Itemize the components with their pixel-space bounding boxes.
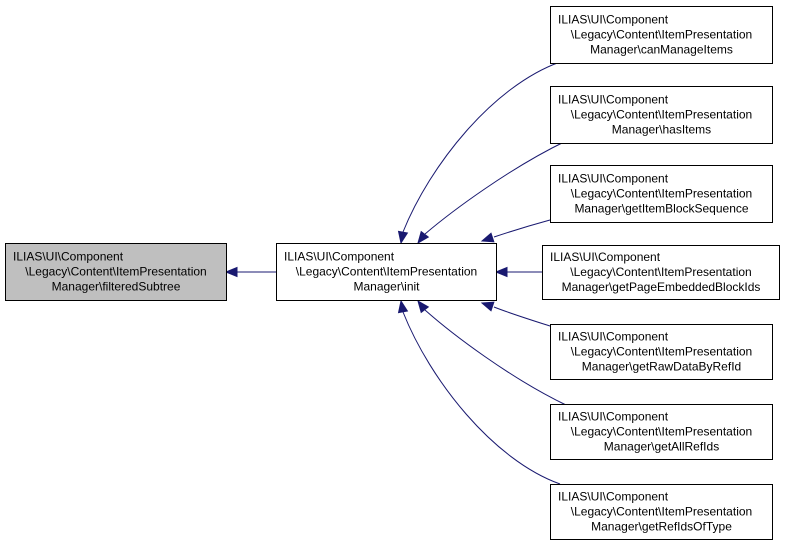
node-label-line: ILIAS\UI\Component: [558, 93, 669, 107]
node-getPageEmbeddedBlockIds[interactable]: ILIAS\UI\Component\Legacy\Content\ItemPr…: [542, 245, 780, 300]
edge-line: [402, 61, 561, 233]
node-label-line: \Legacy\Content\ItemPresentation: [571, 505, 752, 519]
edges-layer: [224, 61, 567, 485]
arrowhead-icon: [494, 266, 508, 278]
node-label-line: \Legacy\Content\ItemPresentation: [571, 28, 752, 42]
node-box: [550, 484, 773, 540]
node-box: [542, 245, 780, 300]
edge-getAllRefIds-to-init: [417, 299, 567, 406]
node-label-line: ILIAS\UI\Component: [558, 13, 669, 27]
edge-canManageItems-to-init: [397, 61, 561, 245]
edge-getItemBlockSequence-to-init: [480, 219, 551, 243]
arrowhead-icon: [417, 230, 430, 245]
node-label-line: ILIAS\UI\Component: [558, 410, 669, 424]
edge-line: [493, 219, 551, 238]
edge-hasItems-to-init: [417, 140, 567, 245]
node-label-line: Manager\getRawDataByRefId: [582, 360, 741, 374]
nodes-layer: ILIAS\UI\Component\Legacy\Content\ItemPr…: [5, 6, 780, 540]
arrowhead-icon: [397, 230, 409, 245]
node-label-line: Manager\getItemBlockSequence: [574, 202, 748, 216]
node-filteredSubtree: ILIAS\UI\Component\Legacy\Content\ItemPr…: [5, 243, 227, 301]
node-label-line: \Legacy\Content\ItemPresentation: [570, 265, 751, 279]
node-label-line: \Legacy\Content\ItemPresentation: [571, 425, 752, 439]
edge-init-to-filteredSubtree: [224, 266, 276, 278]
edge-getRawDataByRefId-to-init: [480, 301, 551, 327]
edge-line: [493, 306, 551, 327]
arrowhead-icon: [480, 301, 495, 312]
node-label-line: \Legacy\Content\ItemPresentation: [571, 345, 752, 359]
node-getAllRefIds[interactable]: ILIAS\UI\Component\Legacy\Content\ItemPr…: [550, 404, 773, 460]
node-hasItems[interactable]: ILIAS\UI\Component\Legacy\Content\ItemPr…: [550, 86, 773, 144]
edge-line: [424, 309, 567, 406]
edge-line: [402, 311, 561, 485]
node-label-line: \Legacy\Content\ItemPresentation: [571, 108, 752, 122]
node-label-line: ILIAS\UI\Component: [558, 490, 669, 504]
arrowhead-icon: [224, 266, 238, 278]
node-getRawDataByRefId[interactable]: ILIAS\UI\Component\Legacy\Content\ItemPr…: [550, 324, 773, 380]
node-label-line: ILIAS\UI\Component: [558, 330, 669, 344]
node-label-line: Manager\getAllRefIds: [604, 440, 719, 454]
node-label-line: \Legacy\Content\ItemPresentation: [25, 265, 206, 279]
node-init[interactable]: ILIAS\UI\Component\Legacy\Content\ItemPr…: [276, 243, 497, 301]
node-box: [5, 243, 227, 301]
node-getItemBlockSequence[interactable]: ILIAS\UI\Component\Legacy\Content\ItemPr…: [550, 165, 773, 223]
node-label-line: Manager\filteredSubtree: [52, 280, 181, 294]
node-canManageItems[interactable]: ILIAS\UI\Component\Legacy\Content\ItemPr…: [550, 6, 773, 64]
node-box: [550, 6, 773, 64]
node-label-line: ILIAS\UI\Component: [550, 250, 661, 264]
node-box: [276, 243, 497, 301]
node-label-line: \Legacy\Content\ItemPresentation: [571, 187, 752, 201]
edge-line: [424, 140, 567, 235]
node-label-line: Manager\hasItems: [612, 123, 711, 137]
node-box: [550, 86, 773, 144]
node-label-line: Manager\getRefIdsOfType: [591, 520, 732, 534]
arrowhead-icon: [480, 232, 495, 243]
node-label-line: Manager\getPageEmbeddedBlockIds: [562, 280, 761, 294]
arrowhead-icon: [397, 299, 409, 314]
node-label-line: ILIAS\UI\Component: [13, 250, 124, 264]
node-label-line: ILIAS\UI\Component: [284, 250, 395, 264]
node-label-line: ILIAS\UI\Component: [558, 172, 669, 186]
node-box: [550, 324, 773, 380]
node-label-line: \Legacy\Content\ItemPresentation: [296, 265, 477, 279]
node-label-line: Manager\canManageItems: [590, 43, 733, 57]
node-getRefIdsOfType[interactable]: ILIAS\UI\Component\Legacy\Content\ItemPr…: [550, 484, 773, 540]
node-box: [550, 165, 773, 223]
edge-getPageEmbeddedBlockIds-to-init: [494, 266, 542, 278]
node-label-line: Manager\init: [353, 280, 420, 294]
edge-getRefIdsOfType-to-init: [397, 299, 561, 485]
arrowhead-icon: [417, 299, 430, 314]
node-box: [550, 404, 773, 460]
